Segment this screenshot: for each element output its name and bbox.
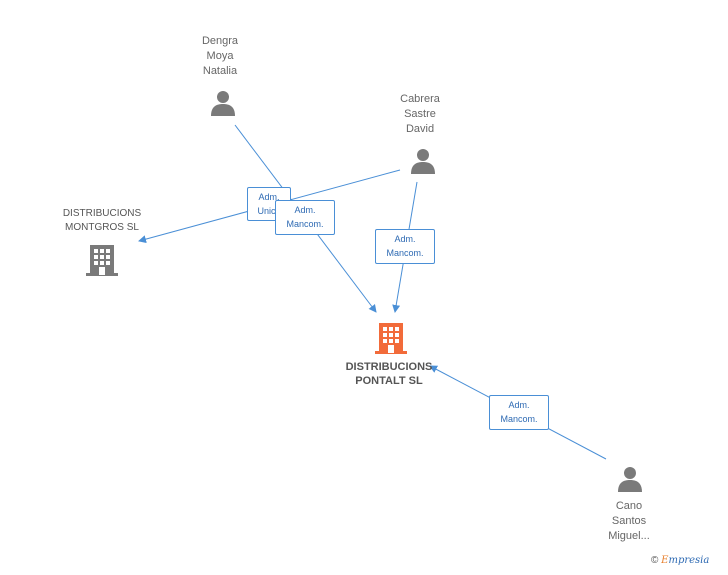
person-name-dengra[interactable]: Dengra Moya Natalia — [201, 35, 239, 77]
edge-label-adm-mancom[interactable]: Adm. Mancom. — [489, 395, 549, 430]
person-name-cano[interactable]: Cano Santos Miguel... — [608, 500, 650, 542]
company-name-pontalt[interactable]: DISTRIBUCIONS PONTALT SL — [345, 361, 433, 387]
person-name-cabrera[interactable]: Cabrera Sastre David — [400, 93, 440, 135]
copyright-symbol: © — [651, 555, 659, 566]
building-icon[interactable] — [375, 321, 407, 355]
empresia-logo[interactable]: Empresia — [661, 555, 710, 566]
company-name-montgros[interactable]: DISTRIBUCIONS MONTGROS SL — [62, 208, 142, 233]
person-icon[interactable] — [616, 465, 644, 493]
edge-label-adm-mancom[interactable]: Adm. Mancom. — [375, 229, 435, 264]
person-icon[interactable] — [209, 89, 237, 117]
person-icon[interactable] — [409, 147, 437, 175]
edge-label-adm-mancom[interactable]: Adm. Mancom. — [275, 200, 335, 235]
building-icon[interactable] — [86, 243, 118, 277]
footer-copyright: © Empresia — [651, 555, 709, 566]
